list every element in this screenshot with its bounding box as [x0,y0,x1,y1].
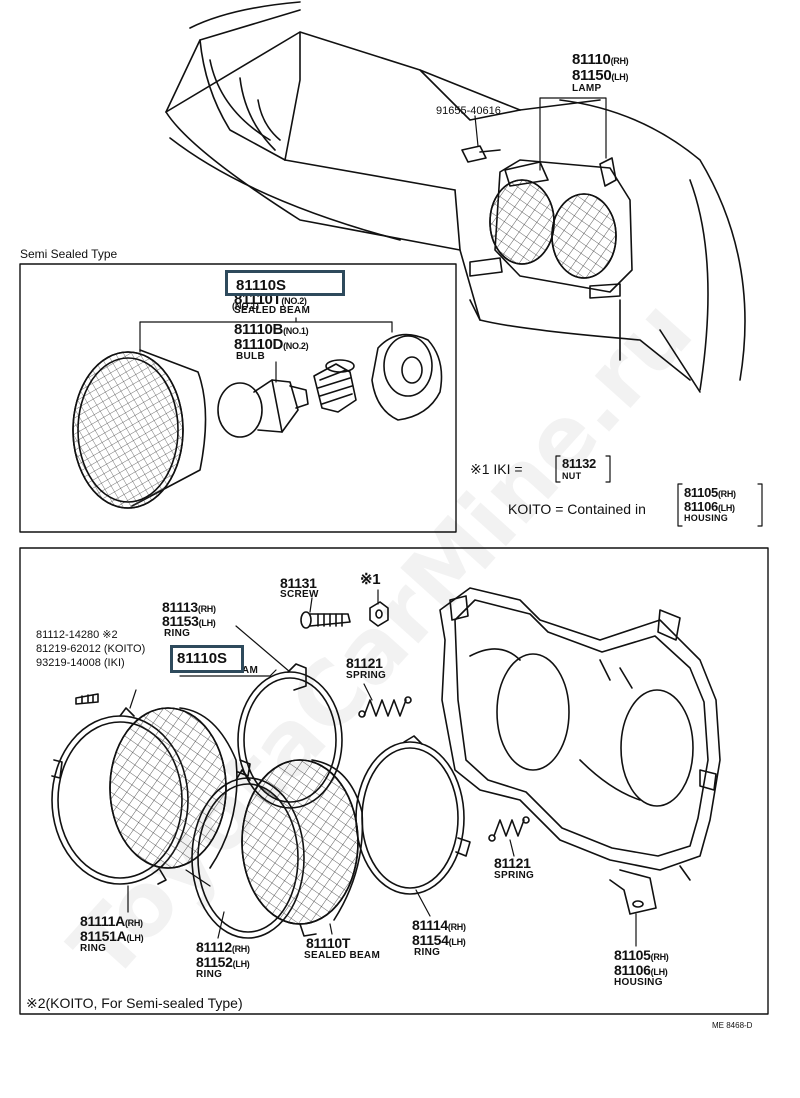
label-spring-bottom: 81121 [494,855,531,871]
label-screw-std-1: 81112-14280 ※2 [36,629,118,641]
label-spring-top: 81121 [346,655,383,671]
label-iki-part-desc: NUT [562,471,582,481]
inner-ring-drawing [237,663,343,809]
label-screw-desc: SCREW [280,589,319,600]
inset-sealed-beam-lamp [72,349,207,509]
lamp-assembly-drawing [461,145,633,299]
label-outer-ring-desc: RING [80,943,107,954]
section-title-semi-sealed: Semi Sealed Type [20,247,118,261]
spring-bottom-drawing [488,816,530,842]
label-outer-ring-rh: 81111A(RH) [80,913,143,929]
label-screw-std-2: 81219-62012 (KOITO) [36,643,146,655]
label-sealed-beam-desc: SEALED BEAM [234,305,311,316]
top-leader-lines [474,97,607,171]
label-iki-part: 81132 [562,456,596,471]
label-inset-housing-desc: HOUSING [684,513,729,523]
inset-bulb [217,379,309,438]
label-inner-ring-lh: 81153(LH) [162,613,216,629]
label-bulb-no2: 81110D(NO.2) [234,336,309,353]
label-sealed-beam-t: 81110T [306,935,351,951]
label-back-ring-rh: 81114(RH) [412,917,466,933]
label-lamp-desc: LAMP [572,83,602,94]
label-lamp-rh: 81110(RH) [572,51,629,68]
label-screw-part: 81131 [280,575,317,591]
label-screw-std-3: 93219-14008 (IKI) [36,657,125,669]
label-housing-desc: HOUSING [614,977,663,988]
label-spring-top-desc: SPRING [346,670,387,681]
nut-drawing [369,601,389,627]
label-outer-ring-lh: 81151A(LH) [80,928,144,944]
highlight-sealed-beam-s: 81110S [170,645,244,673]
label-sealed-beam-t-desc: SEALED BEAM [304,950,381,961]
label-spring-bottom-desc: SPRING [494,870,535,881]
label-inset-housing-lh: 81106(LH) [684,499,735,514]
label-inner-ring-desc: RING [164,628,191,639]
label-bulb-no1: 81110B(NO.1) [234,321,309,338]
label-nut-ref: ※1 [360,571,381,588]
label-back-ring-desc: RING [414,947,441,958]
label-back-ring-lh: 81154(LH) [412,932,466,948]
label-housing-lh: 81106(LH) [614,962,668,978]
label-middle-ring-rh: 81112(RH) [196,939,250,955]
inset-leader-lines [139,317,393,383]
label-inset-housing-rh: 81105(RH) [684,485,736,500]
label-sealed-beam-s: 81110S [177,650,228,667]
small-screw-drawing [75,693,99,705]
back-ring-drawing [355,735,471,895]
bracket-marks [555,455,763,527]
label-sealed-beam-no1: 81110S(NO.1) [232,277,287,311]
exploded-view-frame [19,547,769,1015]
label-housing-rh: 81105(RH) [614,947,669,963]
highlight-sealed-beam-no1: 81110S(NO.1) [225,270,345,311]
label-middle-ring-lh: 81152(LH) [196,954,250,970]
sealed-beam-s-drawing [109,707,238,869]
label-iki-definition: ※1 IKI = [470,461,523,477]
label-lamp-lh: 81150(LH) [572,67,629,84]
semi-sealed-inset-frame [19,263,457,533]
drawing-code: ME 8468-D [712,1021,753,1030]
label-middle-ring-desc: RING [196,969,223,980]
label-bolt: 91655-40616 [436,105,501,117]
inset-cover [371,333,443,421]
inset-socket [313,359,357,413]
label-koito-definition: KOITO = Contained in [508,501,646,517]
label-inner-ring-rh: 81113(RH) [162,599,216,615]
housing-drawing [439,587,721,915]
koito-footnote: ※2(KOITO, For Semi-sealed Type) [26,995,243,1011]
car-front-drawing [165,1,746,393]
spring-top-drawing [358,696,412,718]
exploded-leader-lines [127,589,637,947]
label-bulb-desc: BULB [236,351,265,362]
screw-drawing [300,611,351,629]
